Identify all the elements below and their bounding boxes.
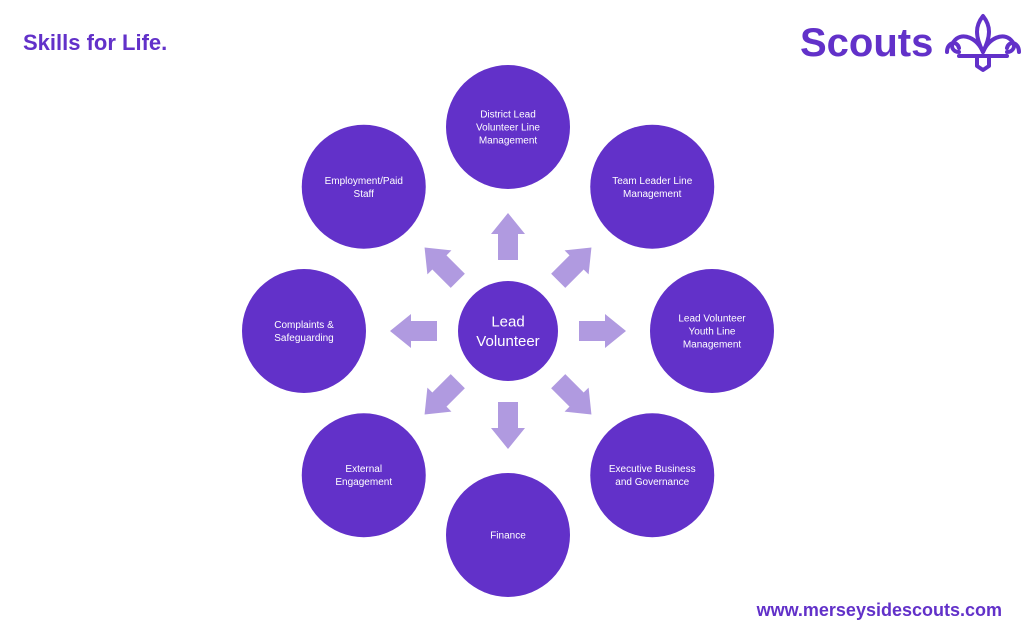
node-circle [446, 65, 570, 189]
arrow-icon [551, 374, 592, 415]
node-label-line: Engagement [335, 477, 392, 488]
website-url[interactable]: www.merseysidescouts.com [756, 600, 1002, 620]
arrow-icon [424, 374, 465, 415]
node-circle [650, 269, 774, 393]
node-label-line: Management [683, 340, 742, 351]
arrow-to-district-lead-volunteer-line-management [491, 213, 525, 260]
arrow-icon [551, 247, 592, 288]
arrow-icon [390, 314, 437, 348]
arrow-to-complaints-and-safeguarding [390, 314, 437, 348]
node-label-line: Team Leader Line [612, 176, 692, 187]
center-circle [458, 281, 558, 381]
node-label-line: Lead Volunteer [678, 314, 746, 325]
arrow-to-executive-business-and-governance [551, 374, 592, 415]
node-label-line: Volunteer Line [476, 123, 540, 134]
node-label-line: Complaints & [274, 320, 334, 331]
node-label-line: Youth Line [689, 327, 736, 338]
node-circle [446, 473, 570, 597]
arrow-icon [579, 314, 626, 348]
arrow-to-employment-paid-staff [424, 247, 465, 288]
arrow-icon [424, 247, 465, 288]
node-label-line: District Lead [480, 110, 536, 121]
arrow-icon [491, 213, 525, 260]
arrow-to-external-engagement [424, 374, 465, 415]
node-circle [242, 269, 366, 393]
node-label-line: Safeguarding [274, 333, 334, 344]
tagline: Skills for Life. [23, 30, 168, 55]
node-circle [590, 124, 715, 249]
node-label-line: and Governance [615, 477, 689, 488]
node-label-line: Management [623, 189, 682, 200]
node-circle [590, 413, 715, 538]
node-label-line: Staff [354, 189, 375, 200]
node-circle [301, 413, 426, 538]
node-label-line: Management [479, 136, 538, 147]
node-complaints-and-safeguarding: Complaints & Safeguarding [242, 269, 366, 393]
node-circle [301, 124, 426, 249]
node-label-line: Finance [490, 531, 526, 542]
scouts-logo: Scouts [800, 12, 1023, 74]
arrow-icon [491, 402, 525, 449]
arrow-to-lead-volunteer-youth-line-management [579, 314, 626, 348]
node-executive-business-and-governance: Executive Business and Governance [590, 413, 715, 538]
arrow-to-team-leader-line-management [551, 247, 592, 288]
arrow-to-finance [491, 402, 525, 449]
node-label-line: Employment/Paid [325, 176, 403, 187]
node-label-line: Lead [491, 314, 524, 331]
node-label-line: Volunteer [476, 333, 539, 350]
node-label-line: External [345, 464, 382, 475]
logo-text: Scouts [800, 20, 934, 65]
node-finance: Finance [446, 473, 570, 597]
fleur-de-lis-icon [945, 14, 1022, 72]
node-label-line: Executive Business [609, 464, 696, 475]
